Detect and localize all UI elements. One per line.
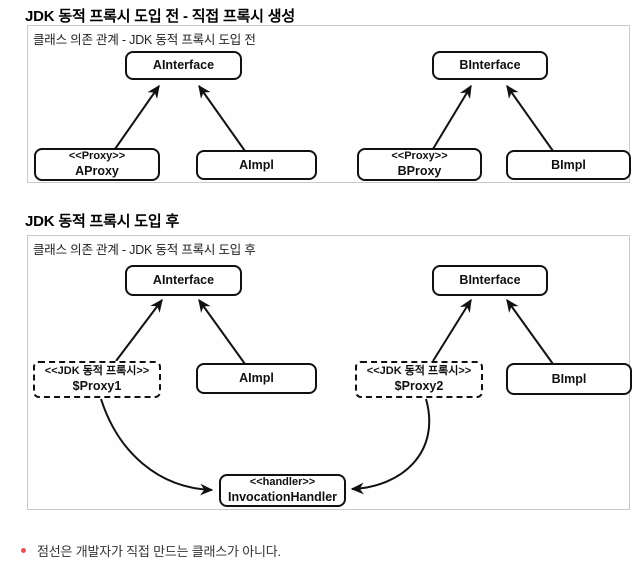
node-label: AInterface [152, 58, 215, 72]
node-stereotype: <<JDK 동적 프록시>> [366, 365, 472, 378]
node-label: BImpl [551, 157, 586, 172]
node-label: BProxy [397, 163, 442, 178]
node-invocation-handler: <<handler>> InvocationHandler [219, 474, 346, 507]
node-stereotype: <<handler>> [249, 476, 316, 489]
heading-before-proxy: JDK 동적 프록시 도입 전 - 직접 프록시 생성 [25, 8, 295, 25]
node-label: BInterface [459, 273, 521, 287]
node-stereotype: <<Proxy>> [68, 150, 126, 163]
node-aproxy: <<Proxy>> AProxy [34, 148, 160, 181]
frame-label-after: 클래스 의존 관계 - JDK 동적 프록시 도입 후 [33, 243, 256, 257]
note-list-item: 점선은 개발자가 직접 만드는 클래스가 아니다. [21, 541, 281, 560]
node-ainterface-before: AInterface [125, 51, 242, 80]
node-aimpl-after: AImpl [196, 363, 317, 394]
node-bproxy: <<Proxy>> BProxy [357, 148, 482, 181]
node-bimpl-before: BImpl [506, 150, 631, 180]
node-label: $Proxy1 [72, 378, 122, 393]
node-label: AInterface [152, 273, 215, 287]
node-aimpl-before: AImpl [196, 150, 317, 180]
node-binterface-before: BInterface [432, 51, 548, 80]
node-stereotype: <<Proxy>> [391, 150, 448, 163]
node-binterface-after: BInterface [432, 265, 548, 296]
node-label: AImpl [239, 157, 274, 172]
node-label: AImpl [239, 371, 274, 385]
note-text: 점선은 개발자가 직접 만드는 클래스가 아니다. [37, 544, 281, 559]
frame-label-before: 클래스 의존 관계 - JDK 동적 프록시 도입 전 [33, 33, 256, 47]
node-label: InvocationHandler [227, 489, 338, 504]
node-label: BImpl [551, 371, 587, 386]
node-ainterface-after: AInterface [125, 265, 242, 296]
node-label: $Proxy2 [394, 378, 444, 393]
node-proxy2: <<JDK 동적 프록시>> $Proxy2 [355, 361, 483, 398]
bullet-icon [21, 548, 26, 553]
node-proxy1: <<JDK 동적 프록시>> $Proxy1 [33, 361, 161, 398]
node-label: AProxy [75, 163, 119, 178]
node-label: BInterface [459, 58, 521, 72]
node-stereotype: <<JDK 동적 프록시>> [44, 365, 150, 378]
heading-after-proxy: JDK 동적 프록시 도입 후 [25, 213, 180, 230]
node-bimpl-after: BImpl [506, 363, 632, 395]
